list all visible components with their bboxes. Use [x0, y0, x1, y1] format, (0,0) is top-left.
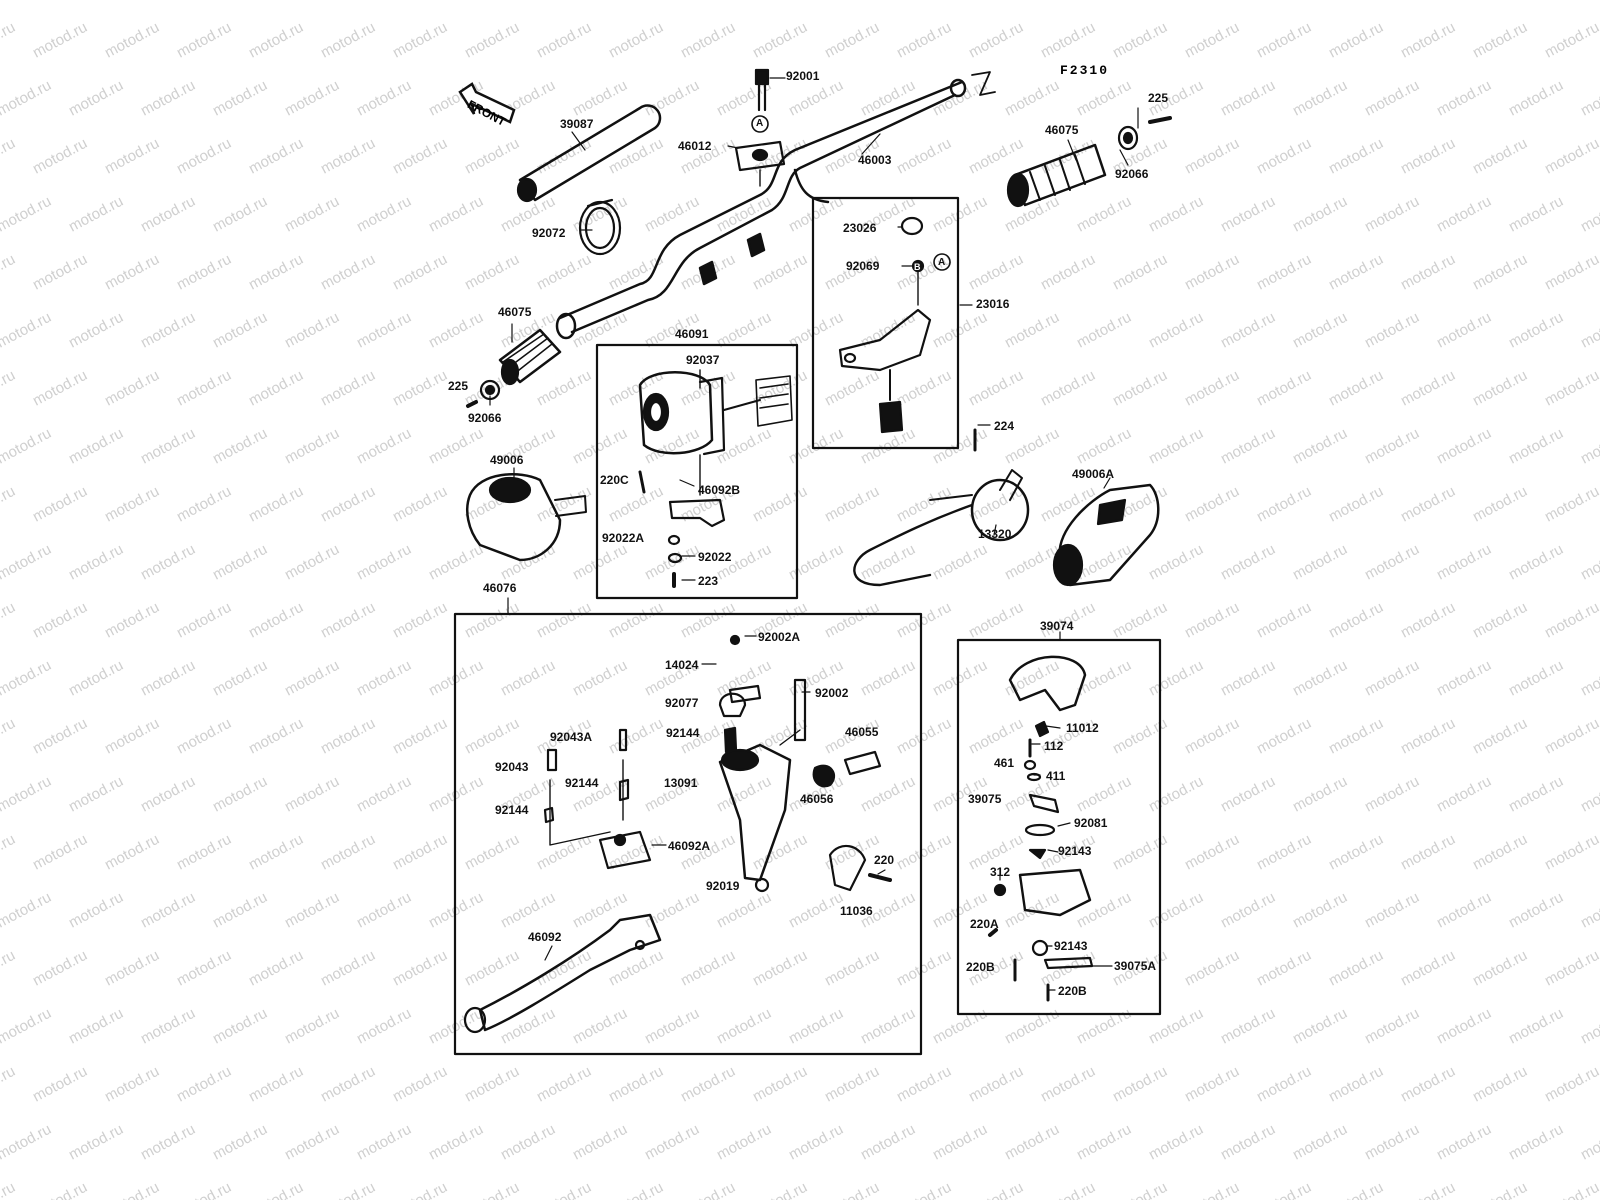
part-label: 13091	[664, 776, 698, 790]
part-label: 39087	[560, 117, 594, 131]
part-label: 92022	[698, 550, 732, 564]
throttle-13320	[853, 428, 1030, 587]
grip-46075-left	[466, 328, 562, 408]
part-label: 220	[874, 853, 895, 867]
part-label: 92072	[532, 226, 566, 240]
part-label: 39075A	[1114, 959, 1157, 973]
diagram-code: F2310	[1060, 63, 1110, 78]
leader-lines	[489, 77, 1139, 991]
part-label: 411	[1046, 769, 1066, 783]
part-label: 46056	[800, 792, 834, 806]
master-cylinder-13091	[543, 634, 892, 893]
reference-marker: A	[756, 118, 764, 129]
clamp-92072	[578, 198, 622, 256]
part-label: 46092B	[698, 483, 741, 497]
part-label: 92069	[846, 259, 880, 273]
part-label: 220A	[970, 917, 999, 931]
watermark-text: motod.ru	[1578, 0, 1600, 4]
part-label: 11012	[1066, 721, 1099, 735]
part-label: 49006	[490, 453, 524, 467]
switch-46091	[638, 369, 793, 588]
part-label: 92001	[786, 69, 820, 83]
holder-23016	[838, 216, 951, 434]
part-label: 13320	[978, 527, 1012, 541]
grip-39087	[516, 104, 662, 203]
part-label: 92144	[565, 776, 599, 790]
part-label: 39074	[1040, 619, 1074, 633]
part-label: 46092	[528, 930, 562, 944]
part-label: 92037	[686, 353, 720, 367]
part-label: 92043	[495, 760, 529, 774]
housing-49006	[466, 473, 587, 562]
part-label: 92077	[665, 696, 699, 710]
front-direction-arrow: FRONT	[452, 80, 522, 140]
part-label: 23026	[843, 221, 877, 235]
group-box-39074	[956, 638, 1162, 1016]
housing-49006A	[1052, 483, 1160, 587]
part-label: 92144	[495, 803, 529, 817]
part-label: 92143	[1058, 844, 1092, 858]
part-label: 225	[448, 379, 469, 393]
part-label: 92002A	[758, 630, 801, 644]
part-label: 14024	[665, 658, 699, 672]
part-label: 46012	[678, 139, 712, 153]
part-label: 92143	[1054, 939, 1088, 953]
brake-lever-46092	[463, 913, 662, 1034]
reference-marker: B	[914, 262, 921, 272]
handlebar	[555, 71, 996, 340]
part-label: 224	[994, 419, 1015, 433]
part-label: 49006A	[1072, 467, 1115, 481]
part-label: 92081	[1074, 816, 1108, 830]
part-label: 112	[1044, 739, 1064, 753]
part-label: 92066	[468, 411, 502, 425]
part-label: 92066	[1115, 167, 1149, 181]
holder-46012	[734, 68, 786, 187]
part-label: 46055	[845, 725, 879, 739]
part-label: 46075	[498, 305, 532, 319]
part-label: 46091	[675, 327, 709, 341]
part-label: 312	[990, 865, 1011, 879]
part-label: 23016	[976, 297, 1010, 311]
part-label: 46003	[858, 153, 892, 167]
part-label: 92002	[815, 686, 849, 700]
part-label: 223	[698, 574, 719, 588]
grip-46075-right	[1006, 116, 1172, 208]
group-box-46091	[595, 343, 799, 600]
part-label: 220B	[966, 960, 995, 974]
part-label: 225	[1148, 91, 1169, 105]
part-label: 220B	[1058, 984, 1087, 998]
group-box-46076	[453, 612, 923, 1056]
front-arrow-icon	[458, 82, 516, 124]
part-label: 39075	[968, 792, 1002, 806]
part-label: 461	[994, 756, 1015, 770]
part-label: 92019	[706, 879, 740, 893]
part-label: 46092A	[668, 839, 711, 853]
part-label: 11036	[840, 904, 873, 918]
group-box-23016	[811, 196, 960, 450]
part-label: 46076	[483, 581, 517, 595]
part-label: 92022A	[602, 531, 645, 545]
part-label: 92144	[666, 726, 700, 740]
part-label: 92043A	[550, 730, 593, 744]
part-label: 220C	[600, 473, 629, 487]
part-label: 46075	[1045, 123, 1079, 137]
reference-marker: A	[938, 257, 946, 268]
